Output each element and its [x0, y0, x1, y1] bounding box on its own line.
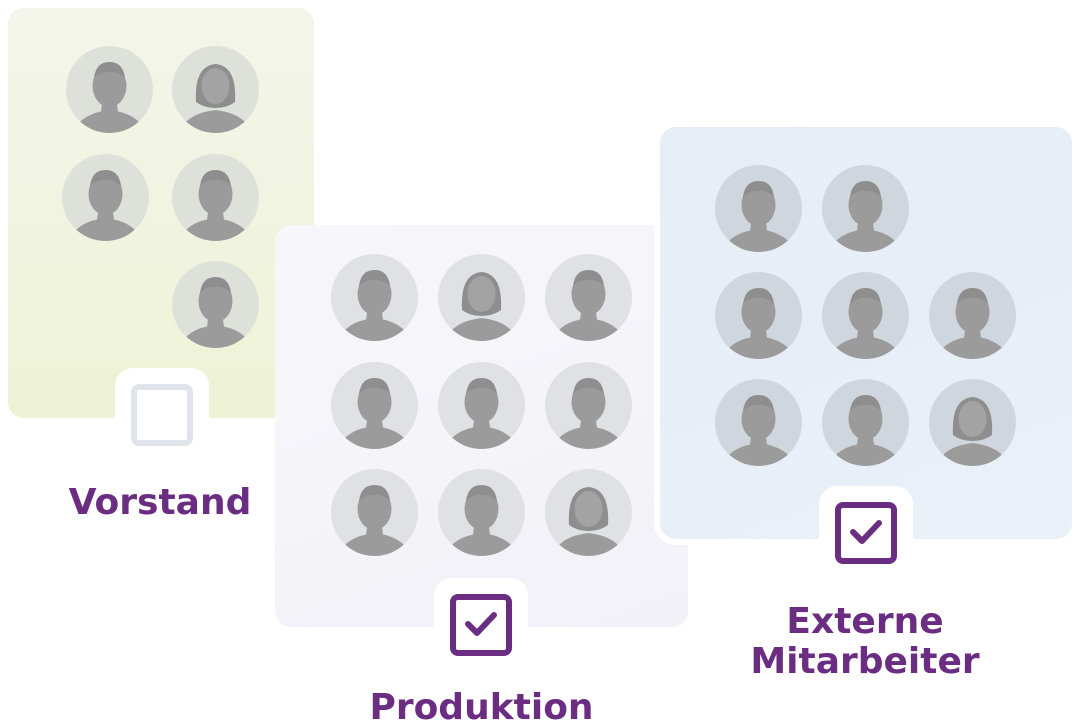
checkbox-produktion[interactable] — [450, 594, 512, 656]
avatar-icon — [715, 165, 802, 252]
avatar-icon — [715, 272, 802, 359]
checkbox-vorstand-wrapper — [115, 368, 209, 462]
group-label-externe-line1: Externe — [786, 601, 944, 642]
avatar-icon — [331, 362, 418, 449]
avatar-icon — [438, 254, 525, 341]
avatar-icon — [545, 362, 632, 449]
group-label-vorstand: Vorstand — [68, 482, 252, 523]
group-card-vorstand — [8, 8, 314, 418]
avatar-icon — [331, 254, 418, 341]
group-label-produktion: Produktion — [369, 687, 594, 728]
checkmark-icon — [465, 612, 497, 636]
avatar-icon — [66, 46, 153, 133]
avatar-icon — [929, 379, 1016, 466]
avatar-icon — [438, 469, 525, 556]
avatar-icon — [172, 261, 259, 348]
checkbox-produktion-wrapper — [434, 578, 528, 672]
checkbox-externe-wrapper — [819, 486, 913, 580]
checkbox-externe-mitarbeiter[interactable] — [835, 502, 897, 564]
checkmark-icon — [850, 520, 882, 544]
avatar-icon — [62, 154, 149, 241]
avatar-icon — [822, 165, 909, 252]
avatar-icon — [172, 154, 259, 241]
avatar-icon — [822, 379, 909, 466]
group-label-externe-line2: Mitarbeiter — [750, 641, 980, 682]
checkbox-vorstand[interactable] — [131, 384, 193, 446]
avatar-icon — [545, 469, 632, 556]
avatar-icon — [822, 272, 909, 359]
avatar-icon — [438, 362, 525, 449]
avatar-icon — [929, 272, 1016, 359]
avatar-icon — [331, 469, 418, 556]
avatar-icon — [172, 46, 259, 133]
avatar-icon — [715, 379, 802, 466]
avatar-icon — [545, 254, 632, 341]
